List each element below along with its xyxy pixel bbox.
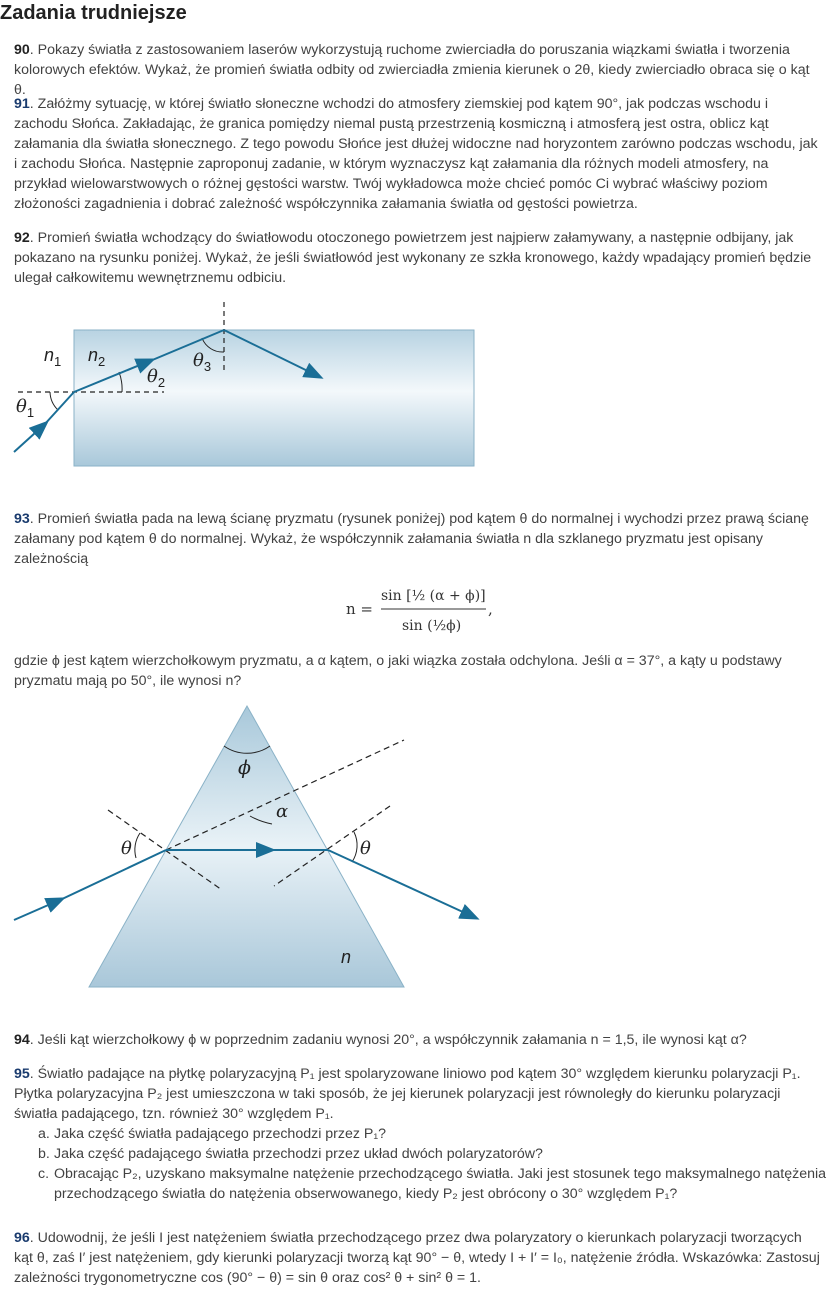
label-theta-right: θ [360, 838, 371, 859]
label-theta1: θ1 [16, 396, 34, 420]
label-n1: n1 [44, 345, 61, 369]
label-phi: ϕ [238, 757, 251, 779]
problem-94: 94. Jeśli kąt wierzchołkowy ϕ w poprzedn… [14, 1030, 824, 1050]
label-theta3: θ3 [193, 350, 211, 374]
angle-arc [351, 831, 358, 863]
light-ray [59, 849, 167, 901]
prism-formula: n = sin [½ (α + ϕ)] sin (½ϕ) , [346, 588, 493, 634]
problem-96: 96. Udowodnij, że jeśli I jest natężenie… [14, 1228, 824, 1288]
angle-arc [201, 337, 225, 353]
problem-text: gdzie ϕ jest kątem wierzchołkowym pryzma… [14, 653, 782, 689]
label-theta-left: θ [121, 838, 132, 859]
light-ray [43, 391, 75, 426]
light-ray [223, 329, 324, 379]
list-item: b.Jaka część padającego światła przechod… [38, 1146, 543, 1162]
svg-text:n =: n = [346, 600, 373, 618]
problem-93-continued: gdzie ϕ jest kątem wierzchołkowym pryzma… [14, 651, 824, 691]
angle-arc [223, 745, 271, 754]
problem-number-link[interactable]: 96 [14, 1230, 30, 1246]
light-ray [73, 358, 156, 393]
problem-text: . Jeśli kąt wierzchołkowy ϕ w poprzednim… [29, 1032, 747, 1048]
fiber-body [73, 329, 475, 467]
prism-figure: ϕ α θ θ n [13, 704, 480, 988]
light-ray [149, 329, 225, 362]
svg-text:sin (½ϕ): sin (½ϕ) [402, 618, 461, 634]
normal-line [273, 805, 391, 887]
angle-arc [249, 815, 273, 825]
problem-95: 95. Światło padające na płytkę polaryzac… [14, 1064, 824, 1124]
problem-number: 94 [14, 1032, 30, 1048]
problem-91: 91. Załóżmy sytuację, w której światło s… [14, 94, 824, 214]
list-item: a.Jaka część światła padającego przechod… [38, 1126, 387, 1142]
svg-text:sin [½ (α + ϕ)]: sin [½ (α + ϕ)] [381, 588, 486, 604]
problem-text: . Promień światła pada na lewą ścianę pr… [14, 511, 809, 567]
problem-93: 93. Promień światła pada na lewą ścianę … [14, 509, 824, 569]
problem-text: . Udowodnij, że jeśli I jest natężeniem … [14, 1230, 820, 1286]
light-ray [13, 420, 49, 453]
label-alpha: α [276, 801, 288, 822]
section-heading: Zadania trudniejsze [0, 2, 187, 24]
problem-text: . Promień światła wchodzący do światłowo… [14, 230, 812, 286]
angle-arc [134, 832, 141, 859]
problem-number: 90 [14, 42, 30, 58]
problem-number-link[interactable]: 93 [14, 511, 30, 527]
problem-number-link[interactable]: 95 [14, 1066, 30, 1082]
label-n: n [341, 947, 351, 967]
prism-body [88, 704, 405, 988]
fiber-figure: n1 n2 θ1 θ2 θ3 [13, 302, 475, 467]
problem-text: . Światło padające na płytkę polaryzacyj… [14, 1066, 801, 1122]
problem-text: . Pokazy światła z zastosowaniem laserów… [14, 42, 810, 98]
problem-number: 92 [14, 230, 30, 246]
normal-line [107, 809, 223, 891]
label-n2: n2 [88, 345, 105, 369]
problem-92: 92. Promień światła wchodzący do światło… [14, 228, 824, 288]
problem-number-link[interactable]: 91 [14, 96, 30, 112]
label-theta2: θ2 [147, 366, 165, 390]
extension-line [165, 739, 405, 851]
list-item: c.Obracając P₂, uzyskano maksymalne natę… [38, 1166, 827, 1202]
svg-text:,: , [488, 600, 493, 618]
angle-arc [118, 371, 123, 393]
light-ray [327, 849, 480, 920]
problem-90: 90. Pokazy światła z zastosowaniem laser… [14, 40, 824, 100]
light-ray [13, 897, 66, 921]
problem-text: . Załóżmy sytuację, w której światło sło… [14, 96, 818, 212]
angle-arc [49, 391, 59, 411]
